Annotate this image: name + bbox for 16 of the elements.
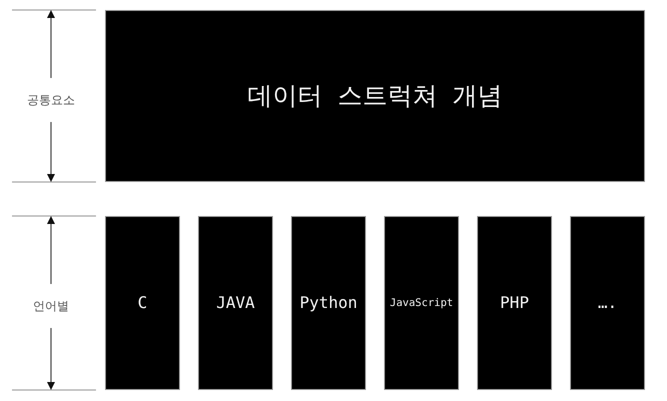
language-box [570, 216, 645, 390]
language-box [384, 216, 459, 390]
box-label: 데이터 스트럭쳐 개념 [247, 81, 503, 111]
dimension-label: 언어별 [33, 298, 69, 314]
language-box [198, 216, 273, 390]
box-label: JavaScript [390, 296, 454, 310]
box-label: PHP [500, 293, 529, 313]
language-box [105, 216, 180, 390]
concept-box [105, 10, 645, 182]
box-label: C [138, 293, 148, 313]
dimension-label: 공통요소 [27, 92, 75, 108]
language-box [291, 216, 366, 390]
box-label: …. [598, 293, 618, 313]
box-label: JAVA [216, 293, 255, 313]
box-label: Python [300, 293, 358, 313]
language-box [477, 216, 552, 390]
